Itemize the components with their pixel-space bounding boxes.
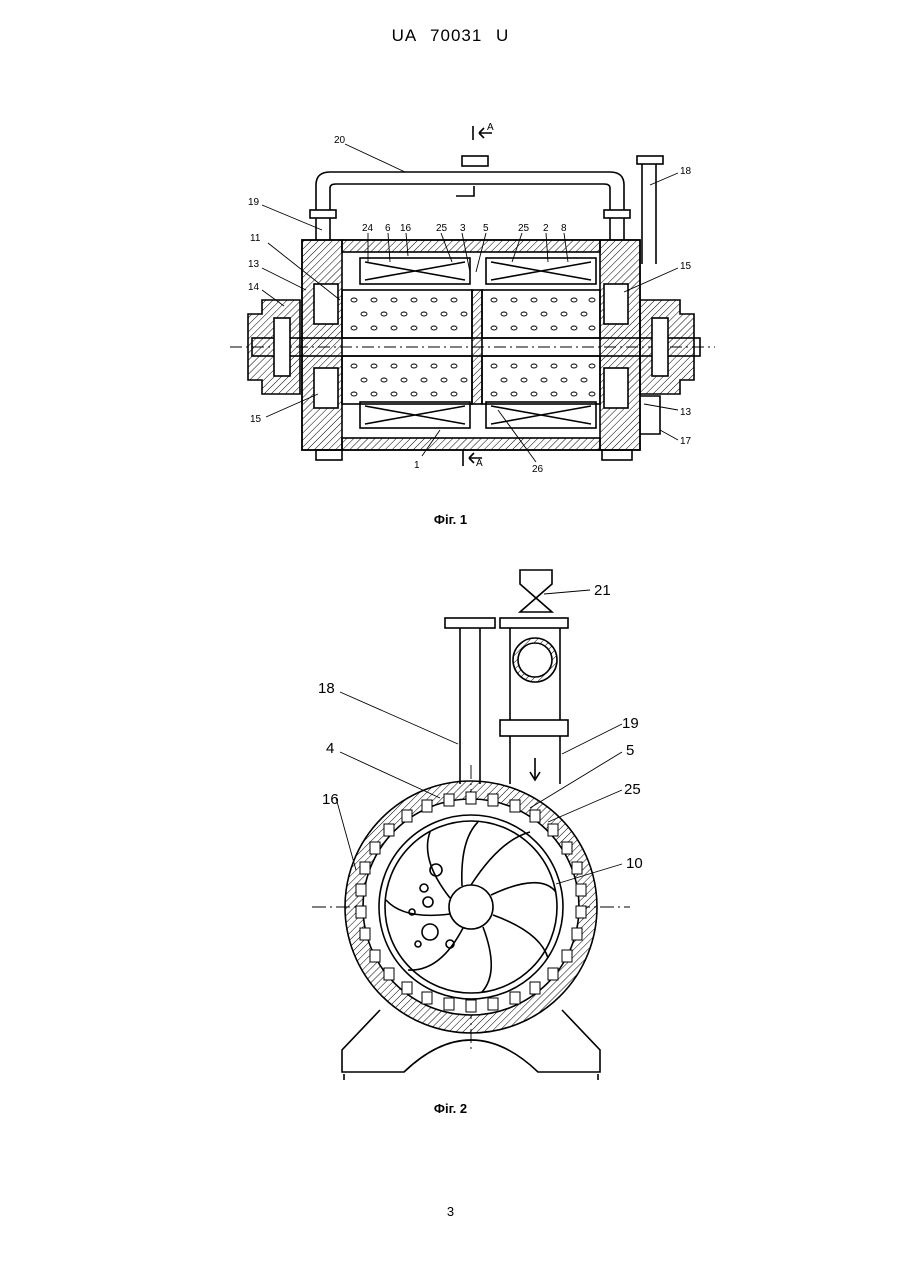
- section-mark-bottom: A: [476, 458, 483, 469]
- page-number: 3: [0, 1204, 901, 1219]
- label-16: 16: [400, 223, 412, 234]
- figure-1-caption: Фіг. 1: [0, 512, 901, 527]
- label-25: 25: [624, 781, 641, 798]
- label-3: 3: [460, 223, 466, 234]
- label-6: 6: [385, 223, 391, 234]
- label-24: 24: [362, 223, 374, 234]
- label-20: 20: [334, 135, 346, 146]
- label-25b: 25: [518, 223, 530, 234]
- label-25a: 25: [436, 223, 448, 234]
- label-15-left: 15: [250, 414, 262, 425]
- figure-2-caption: Фіг. 2: [0, 1101, 901, 1116]
- figure-1-drawing: 20 19 18 24 6 16 25 3 5 25 2 8 11 13 14 …: [0, 0, 901, 500]
- label-18: 18: [680, 166, 692, 177]
- label-5: 5: [626, 742, 634, 759]
- label-17: 17: [680, 436, 692, 447]
- label-19: 19: [248, 197, 260, 208]
- label-8: 8: [561, 223, 567, 234]
- label-13-right: 13: [680, 407, 692, 418]
- label-21: 21: [594, 582, 611, 599]
- label-5: 5: [483, 223, 489, 234]
- label-15-right: 15: [680, 261, 692, 272]
- label-14: 14: [248, 282, 260, 293]
- label-26: 26: [532, 464, 544, 475]
- label-11: 11: [250, 233, 261, 244]
- label-10: 10: [626, 855, 643, 872]
- label-13-left: 13: [248, 259, 260, 270]
- label-4: 4: [326, 740, 334, 757]
- label-16: 16: [322, 791, 339, 808]
- label-18: 18: [318, 680, 335, 697]
- label-19: 19: [622, 715, 639, 732]
- label-1: 1: [414, 460, 420, 471]
- section-mark-top: A: [487, 122, 494, 133]
- label-2: 2: [543, 223, 549, 234]
- figure-2-drawing: 21 18 19 4 5 25 16 10: [0, 540, 901, 1100]
